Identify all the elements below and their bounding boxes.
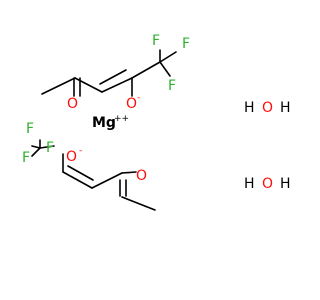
magnesium-charge: ++ (114, 114, 129, 124)
enolate-oxygen-atom: O (126, 96, 137, 112)
fluorine-atom: F (152, 33, 160, 49)
fluorine-atom: F (182, 36, 190, 52)
structure-canvas: F F F O O - Mg ++ F F F O - O H O H H O … (22, 33, 291, 211)
water-hydrogen-atom: H (244, 100, 255, 116)
magnesium-atom: Mg (92, 115, 116, 131)
keto-oxygen-atom: O (136, 168, 147, 184)
oxygen-negative-charge: - (79, 146, 82, 156)
fluorine-atom: F (26, 121, 34, 137)
fluorine-atom: F (46, 140, 54, 156)
keto-oxygen-atom: O (67, 96, 78, 112)
oxygen-negative-charge: - (137, 93, 140, 103)
fluorine-atom: F (22, 150, 30, 166)
water-oxygen-atom: O (262, 176, 273, 192)
water-hydrogen-atom: H (280, 176, 291, 192)
molecule-2-bonds (31, 139, 156, 211)
enolate-oxygen-atom: O (66, 149, 77, 165)
water-hydrogen-atom: H (244, 176, 255, 192)
molecule-1-bonds (41, 49, 177, 97)
water-hydrogen-atom: H (280, 100, 291, 116)
fluorine-atom: F (168, 78, 176, 94)
water-oxygen-atom: O (262, 100, 273, 116)
molecule-drawing: F F F O O - Mg ++ F F F O - O H O H H O … (22, 33, 291, 211)
